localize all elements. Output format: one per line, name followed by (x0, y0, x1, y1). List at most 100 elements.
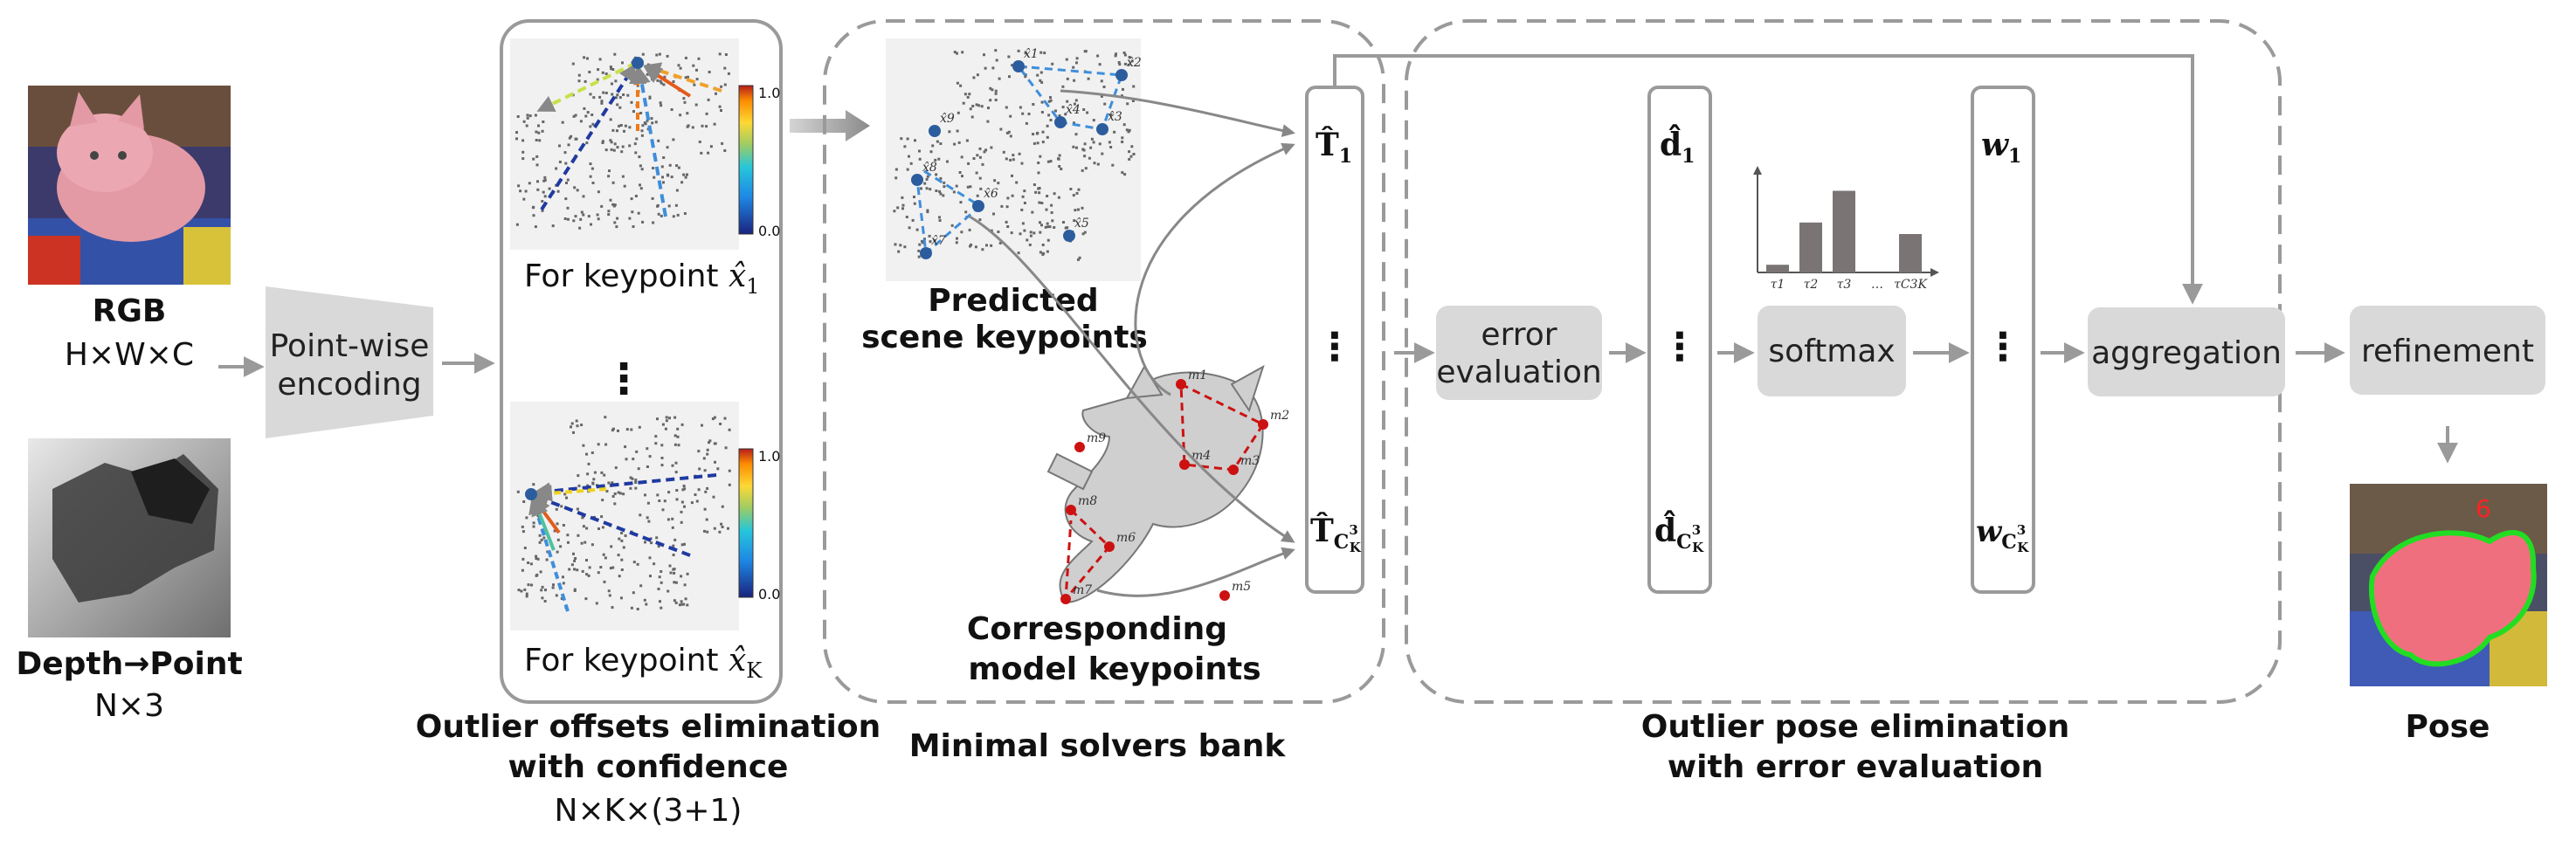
point-cloud-dot (680, 520, 683, 524)
point-cloud-dot (615, 225, 618, 229)
point-cloud-dot (1038, 191, 1041, 195)
point-cloud-dot (585, 141, 589, 145)
point-cloud-dot (966, 95, 970, 99)
point-cloud-dot (1050, 203, 1053, 207)
point-cloud-dot (711, 417, 715, 421)
point-cloud-dot (1006, 196, 1010, 200)
point-cloud-dot (708, 439, 712, 443)
point-cloud-dot (929, 188, 932, 191)
point-cloud-dot (1062, 221, 1065, 224)
point-cloud-dot (548, 187, 551, 190)
point-cloud-dot (915, 228, 919, 231)
point-cloud-dot (572, 219, 576, 223)
point-cloud-dot (1024, 52, 1027, 55)
point-cloud-dot (1121, 136, 1124, 140)
point-cloud-dot (648, 96, 652, 100)
point-cloud-dot (584, 541, 587, 544)
point-cloud-dot (677, 444, 680, 447)
point-cloud-dot (639, 183, 641, 187)
point-cloud-dot (624, 445, 627, 449)
point-cloud-dot (1118, 63, 1122, 66)
point-cloud-dot (963, 93, 967, 96)
scene-keypoint (929, 125, 941, 137)
point-cloud-dot (576, 424, 579, 428)
point-cloud-dot (660, 464, 664, 467)
point-cloud-dot (942, 194, 945, 197)
point-cloud-dot (713, 442, 716, 445)
point-cloud-dot (640, 134, 644, 137)
point-cloud-dot (656, 65, 660, 69)
point-cloud-dot (720, 522, 723, 526)
point-cloud-dot (596, 213, 599, 217)
point-cloud-dot (1078, 256, 1081, 259)
point-cloud-dot (675, 164, 679, 168)
point-cloud-dot (556, 550, 559, 554)
point-cloud-dot (667, 491, 671, 494)
point-cloud-dot (674, 601, 678, 604)
model-keypoint (1066, 505, 1076, 515)
model-keypoint (1179, 459, 1190, 470)
point-cloud-dot (643, 121, 646, 125)
errors-column (1647, 86, 1712, 594)
point-cloud-dot (673, 599, 676, 603)
point-cloud-dot (979, 187, 983, 190)
point-cloud-dot (654, 121, 658, 124)
point-cloud-dot (701, 124, 704, 127)
point-cloud-dot (1005, 106, 1008, 109)
elimination-caption-line2: with error evaluation (1668, 749, 2043, 785)
point-cloud-dot (707, 98, 710, 101)
point-cloud-dot (953, 51, 957, 54)
point-cloud-dot (702, 457, 706, 460)
point-cloud-dot (570, 563, 574, 567)
error-eval-line2: evaluation (1436, 355, 1601, 390)
point-cloud-dot (552, 583, 555, 587)
point-cloud-dot (644, 493, 646, 497)
point-cloud-dot (574, 137, 577, 141)
point-cloud-dot (918, 243, 922, 246)
point-cloud-dot (913, 196, 915, 198)
point-cloud-dot (939, 176, 943, 180)
model-caption-line1: Corresponding (967, 611, 1227, 647)
point-cloud-dot (610, 545, 613, 548)
point-cloud-dot (592, 96, 596, 100)
point-cloud-dot (970, 115, 974, 119)
point-cloud-dot (1020, 208, 1024, 211)
point-cloud-dot (626, 93, 630, 97)
point-cloud-dot (1132, 153, 1136, 155)
weight-ellipsis: ⋮ (1984, 325, 2022, 369)
point-cloud-dot (994, 92, 998, 95)
point-cloud-dot (611, 566, 615, 569)
aggregation-box (2088, 307, 2285, 396)
point-cloud-dot (955, 184, 958, 188)
point-cloud-dot (1072, 65, 1075, 69)
point-cloud-dot (641, 220, 645, 224)
point-cloud-dot (938, 189, 942, 193)
point-cloud-dot (668, 564, 672, 568)
point-cloud-dot (1088, 156, 1091, 160)
point-cloud-dot (616, 103, 619, 107)
point-cloud-dot (651, 196, 654, 200)
point-cloud-dot (555, 507, 558, 511)
point-cloud-dot (521, 139, 525, 142)
point-cloud-dot (573, 568, 576, 571)
point-cloud-dot (1051, 219, 1054, 223)
pose-output-image: 6 (2350, 484, 2547, 686)
point-cloud-dot (630, 606, 633, 610)
point-cloud-dot (968, 228, 971, 231)
point-cloud-dot (585, 452, 588, 456)
point-cloud-dot (682, 603, 686, 606)
point-cloud-dot (613, 203, 617, 207)
point-cloud-dot (1132, 85, 1136, 88)
point-cloud-dot (630, 100, 633, 104)
point-cloud-dot (629, 486, 632, 490)
point-cloud-dot (636, 562, 639, 566)
point-cloud-dot (563, 151, 567, 155)
point-cloud-dot (918, 157, 922, 161)
point-cloud-dot (686, 572, 689, 575)
point-cloud-dot (1049, 99, 1053, 102)
point-cloud-dot (703, 469, 707, 472)
point-cloud-dot (547, 483, 550, 486)
point-cloud-dot (543, 600, 547, 603)
solvers-panel (823, 19, 1385, 704)
